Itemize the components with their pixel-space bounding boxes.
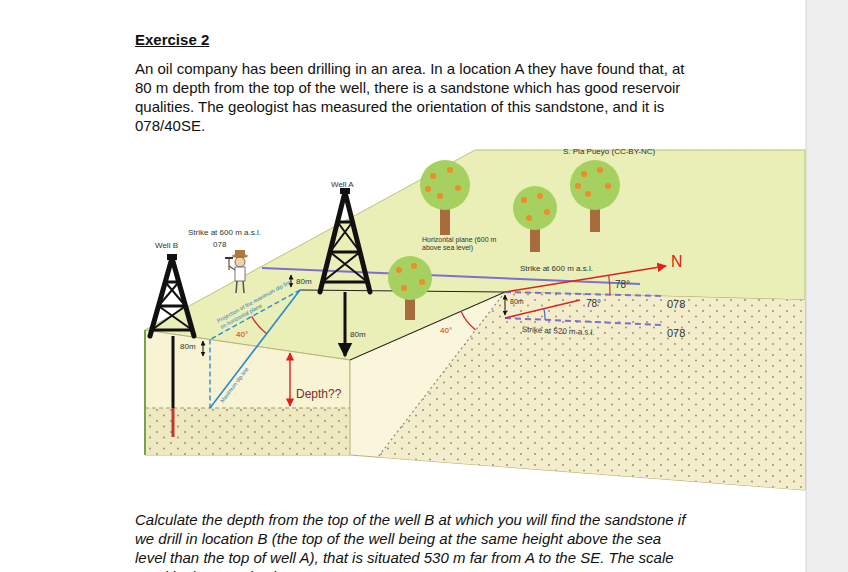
tree-part <box>513 186 557 230</box>
page-sheet <box>0 0 806 572</box>
well-pipe <box>172 408 175 437</box>
geologist <box>225 250 248 293</box>
plane-label: Horizontal plane (600 m above sea level) <box>422 236 514 252</box>
angle-arc <box>461 311 476 330</box>
geologist-part <box>243 281 244 293</box>
tree <box>420 160 470 235</box>
derrick-part <box>150 258 194 336</box>
well-label: Well B <box>155 241 178 250</box>
tree <box>513 186 557 252</box>
azimuth-label: 078 <box>667 298 685 311</box>
tree <box>388 256 432 320</box>
tree <box>570 160 620 232</box>
page-margin <box>806 0 848 572</box>
sandstone-dots <box>145 408 350 455</box>
derrick-part <box>323 222 368 282</box>
tree-part <box>605 183 611 189</box>
tree-part <box>447 167 453 173</box>
plane-edge <box>350 292 505 360</box>
well-pipe <box>172 336 175 408</box>
tree-part <box>570 160 620 210</box>
derrick-part <box>152 282 193 330</box>
geologist-part <box>235 257 245 267</box>
tree-part <box>401 285 407 291</box>
derrick <box>150 254 194 336</box>
tree-part <box>575 183 581 189</box>
angle-arc <box>609 275 610 295</box>
tree-part <box>430 173 436 179</box>
geologist-part <box>228 258 229 270</box>
derrick <box>320 188 370 292</box>
intro-paragraph: An oil company has been drilling in an a… <box>135 59 695 135</box>
tree-part <box>455 185 461 191</box>
angle-arc <box>252 316 267 333</box>
dimension-arrow <box>505 295 506 315</box>
geologist-part <box>229 266 235 270</box>
sandstone-right <box>378 292 805 490</box>
north-label: N <box>671 253 683 271</box>
tree-part <box>521 197 527 203</box>
angle-label: 40° <box>440 326 452 335</box>
well-label: Well A <box>331 180 354 189</box>
block-edge <box>144 330 146 455</box>
well-pipe <box>344 292 347 356</box>
tree-part <box>396 267 402 273</box>
vertical-line <box>209 340 210 409</box>
tree-part <box>585 191 591 197</box>
strike-line <box>505 318 662 325</box>
dimension-label: 80m <box>510 298 524 306</box>
strike-line <box>505 292 662 296</box>
geologist-part <box>236 281 237 293</box>
tree-part <box>420 160 470 210</box>
angle-label: 40° <box>236 330 248 339</box>
derrick-part <box>167 254 177 260</box>
azimuth-label: 078 <box>213 240 226 249</box>
tree-part <box>425 186 431 192</box>
tree-part <box>537 193 543 199</box>
dimension-label: 80m <box>350 330 366 339</box>
geologist-part <box>235 267 245 281</box>
tree-part <box>419 279 425 285</box>
question-paragraph: Calculate the depth from the top of the … <box>135 510 695 572</box>
sandstone-top <box>145 408 350 409</box>
dimension-label: 80m <box>180 342 196 351</box>
strike-label: Strike at 600 m a.s.l. <box>188 228 261 237</box>
credit-label: S. Pla Pueyo (CC-BY-NC) <box>563 147 655 156</box>
strike-label: Strike at 600 m a.s.l. <box>520 264 593 273</box>
derrick-part <box>320 192 370 292</box>
dimension-label: 80m <box>296 277 312 286</box>
page-edge <box>806 0 807 572</box>
tree-part <box>597 167 603 173</box>
tree-part <box>526 215 532 221</box>
depth-label: Depth?? <box>296 388 341 402</box>
dimension-arrow <box>203 341 204 356</box>
depth-arrow <box>289 353 290 406</box>
exercise-title: Exercise 2 <box>135 31 209 49</box>
sandstone-front <box>145 408 350 455</box>
tree-part <box>388 256 432 300</box>
tree-part <box>544 209 550 215</box>
derrick-part <box>323 222 368 282</box>
angle-label: 78° <box>586 298 601 310</box>
front-face <box>145 330 350 455</box>
angle-arc <box>544 309 545 320</box>
tree-part <box>411 263 417 269</box>
sandstone-dots <box>378 292 805 490</box>
angle-label: 78° <box>615 279 630 291</box>
tree-part <box>581 171 587 177</box>
right-face <box>350 292 805 490</box>
tree-part <box>437 193 443 199</box>
dip-trace <box>378 292 505 457</box>
azimuth-label: 078 <box>667 327 685 340</box>
geologist-part <box>225 257 233 259</box>
derrick-part <box>152 282 193 330</box>
